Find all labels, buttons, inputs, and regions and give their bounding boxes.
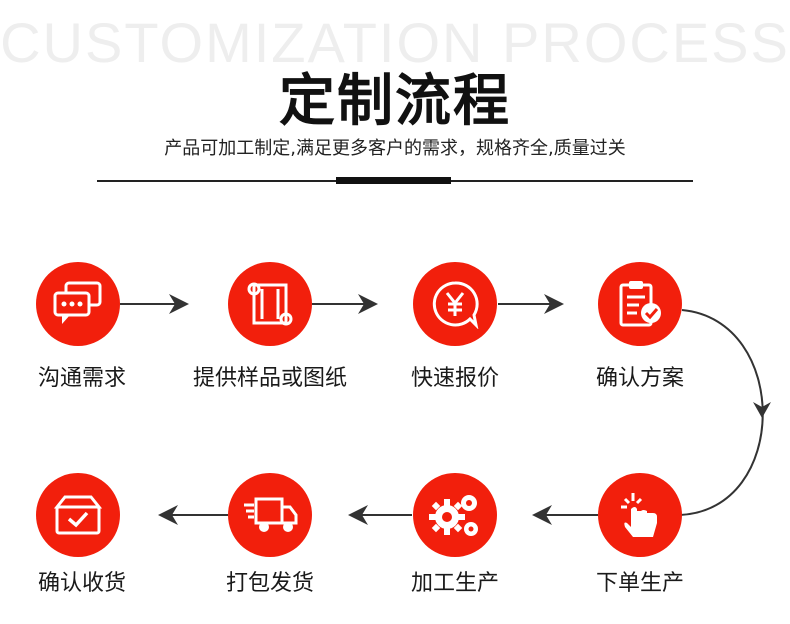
step-sample-drawing: [228, 262, 312, 346]
scroll-drawing-icon: [247, 282, 293, 326]
step-place-order: [598, 473, 682, 557]
step-label-processing: 加工生产: [410, 571, 499, 596]
step-label-packing-shipping: 打包发货: [225, 571, 314, 596]
yuan-quote-icon: [432, 281, 479, 329]
step-communicate: [36, 262, 120, 346]
title-divider-accent: [336, 177, 451, 184]
box-check-icon: [53, 495, 103, 535]
step-label-confirm-receipt: 确认收货: [37, 571, 126, 596]
step-confirm-plan: [598, 262, 682, 346]
step-label-communicate: 沟通需求: [37, 366, 126, 391]
arrow-4-5: [679, 309, 764, 516]
step-confirm-receipt: [36, 473, 120, 557]
clipboard-check-icon: [619, 281, 661, 327]
background-title: CUSTOMIZATION PROCESS: [0, 11, 790, 74]
gears-icon: [429, 495, 478, 536]
step-packing-shipping: [228, 473, 312, 557]
tap-finger-icon: [621, 493, 657, 537]
delivery-truck-icon: [244, 497, 298, 532]
step-label-confirm-plan: 确认方案: [595, 366, 684, 391]
page-subtitle: 产品可加工制定,满足更多客户的需求，规格齐全,质量过关: [164, 138, 626, 159]
step-label-sample-drawing: 提供样品或图纸: [192, 366, 347, 391]
step-label-place-order: 下单生产: [595, 571, 684, 596]
page-title: 定制流程: [279, 69, 511, 134]
step-processing: [413, 473, 497, 557]
chat-bubbles-icon: [53, 281, 102, 324]
step-label-quick-quote: 快速报价: [410, 366, 499, 391]
step-quick-quote: [413, 262, 497, 346]
